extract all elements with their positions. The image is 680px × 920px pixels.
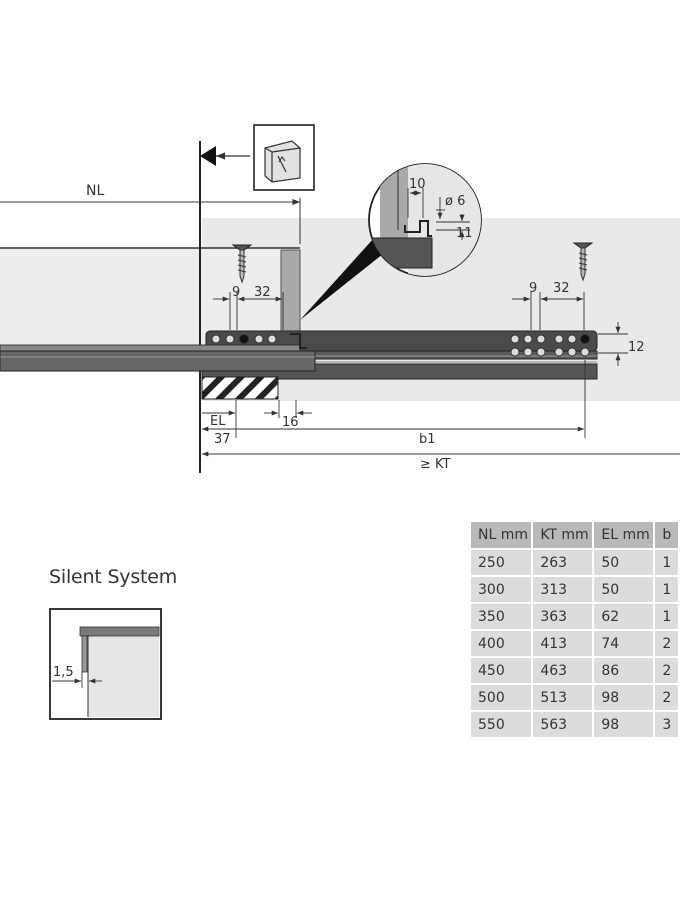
table-cell: 313	[533, 577, 595, 604]
table-cell: 350	[471, 604, 534, 631]
table-cell: 3	[655, 712, 680, 739]
lower-dims	[202, 360, 680, 457]
table-cell: 300	[471, 577, 534, 604]
dim-12: 12	[628, 340, 645, 355]
silent-gap-label: 1,5	[53, 665, 74, 680]
table-cell: 1	[655, 577, 680, 604]
table-cell: 250	[471, 550, 534, 577]
dim-left-holes	[213, 292, 284, 330]
col-header-nl: NL mm	[471, 522, 534, 550]
table-cell: 98	[594, 712, 656, 739]
dim-diameter-6: ø 6	[445, 194, 465, 209]
dim-16: 16	[282, 415, 299, 430]
table-cell: 400	[471, 631, 534, 658]
col-header-kt: KT mm	[533, 522, 595, 550]
table-row: 550 563 98 3	[471, 712, 680, 739]
screw-left-icon	[231, 244, 253, 284]
dim-37: 37	[214, 432, 231, 447]
detail-callout-wedge	[300, 238, 388, 320]
dimension-table: NL mm KT mm EL mm b 250 263 50 1 300 313…	[471, 522, 680, 739]
col-header-b: b	[655, 522, 680, 550]
dim-32-left: 32	[254, 285, 271, 300]
table-header-row: NL mm KT mm EL mm b	[471, 522, 680, 550]
table-row: 300 313 50 1	[471, 577, 680, 604]
table-cell: 2	[655, 658, 680, 685]
dim-right-holes	[512, 292, 585, 330]
table-cell: 50	[594, 577, 656, 604]
table-cell: 62	[594, 604, 656, 631]
table-cell: 450	[471, 658, 534, 685]
dim-nl: NL	[86, 183, 104, 199]
table-cell: 1	[655, 550, 680, 577]
holes-left	[211, 334, 277, 344]
col-header-el: EL mm	[594, 522, 656, 550]
screw-right-icon	[572, 242, 594, 282]
dim-11: 11	[456, 226, 473, 241]
drawer-panel	[0, 248, 300, 344]
silent-system-inset	[49, 608, 162, 720]
silent-system-title: Silent System	[49, 566, 178, 588]
dim-9-right: 9	[529, 281, 537, 296]
detail-view	[368, 163, 482, 277]
table-cell: 98	[594, 685, 656, 712]
table-cell: 2	[655, 631, 680, 658]
dim-10: 10	[409, 177, 426, 192]
table-row: 250 263 50 1	[471, 550, 680, 577]
dim-kt: ≥ KT	[420, 457, 451, 472]
cabinet-front-hatch	[201, 376, 279, 400]
table-row: 400 413 74 2	[471, 631, 680, 658]
table-cell: 1	[655, 604, 680, 631]
table-cell: 463	[533, 658, 595, 685]
table-cell: 500	[471, 685, 534, 712]
table-cell: 50	[594, 550, 656, 577]
table-cell: 563	[533, 712, 595, 739]
cabinet-icon	[253, 124, 315, 191]
dim-9-left: 9	[232, 285, 240, 300]
table-cell: 74	[594, 631, 656, 658]
table-row: 350 363 62 1	[471, 604, 680, 631]
table-row: 500 513 98 2	[471, 685, 680, 712]
table-cell: 550	[471, 712, 534, 739]
dim-32-right: 32	[553, 281, 570, 296]
dim-b1: b1	[419, 432, 436, 447]
dim-el: EL	[210, 414, 226, 429]
table-row: 450 463 86 2	[471, 658, 680, 685]
table-cell: 363	[533, 604, 595, 631]
holes-right	[510, 334, 590, 357]
table-cell: 513	[533, 685, 595, 712]
table-cell: 2	[655, 685, 680, 712]
table-cell: 86	[594, 658, 656, 685]
table-cell: 263	[533, 550, 595, 577]
reference-triangle	[200, 146, 216, 166]
runner-rail	[0, 330, 598, 380]
table-cell: 413	[533, 631, 595, 658]
